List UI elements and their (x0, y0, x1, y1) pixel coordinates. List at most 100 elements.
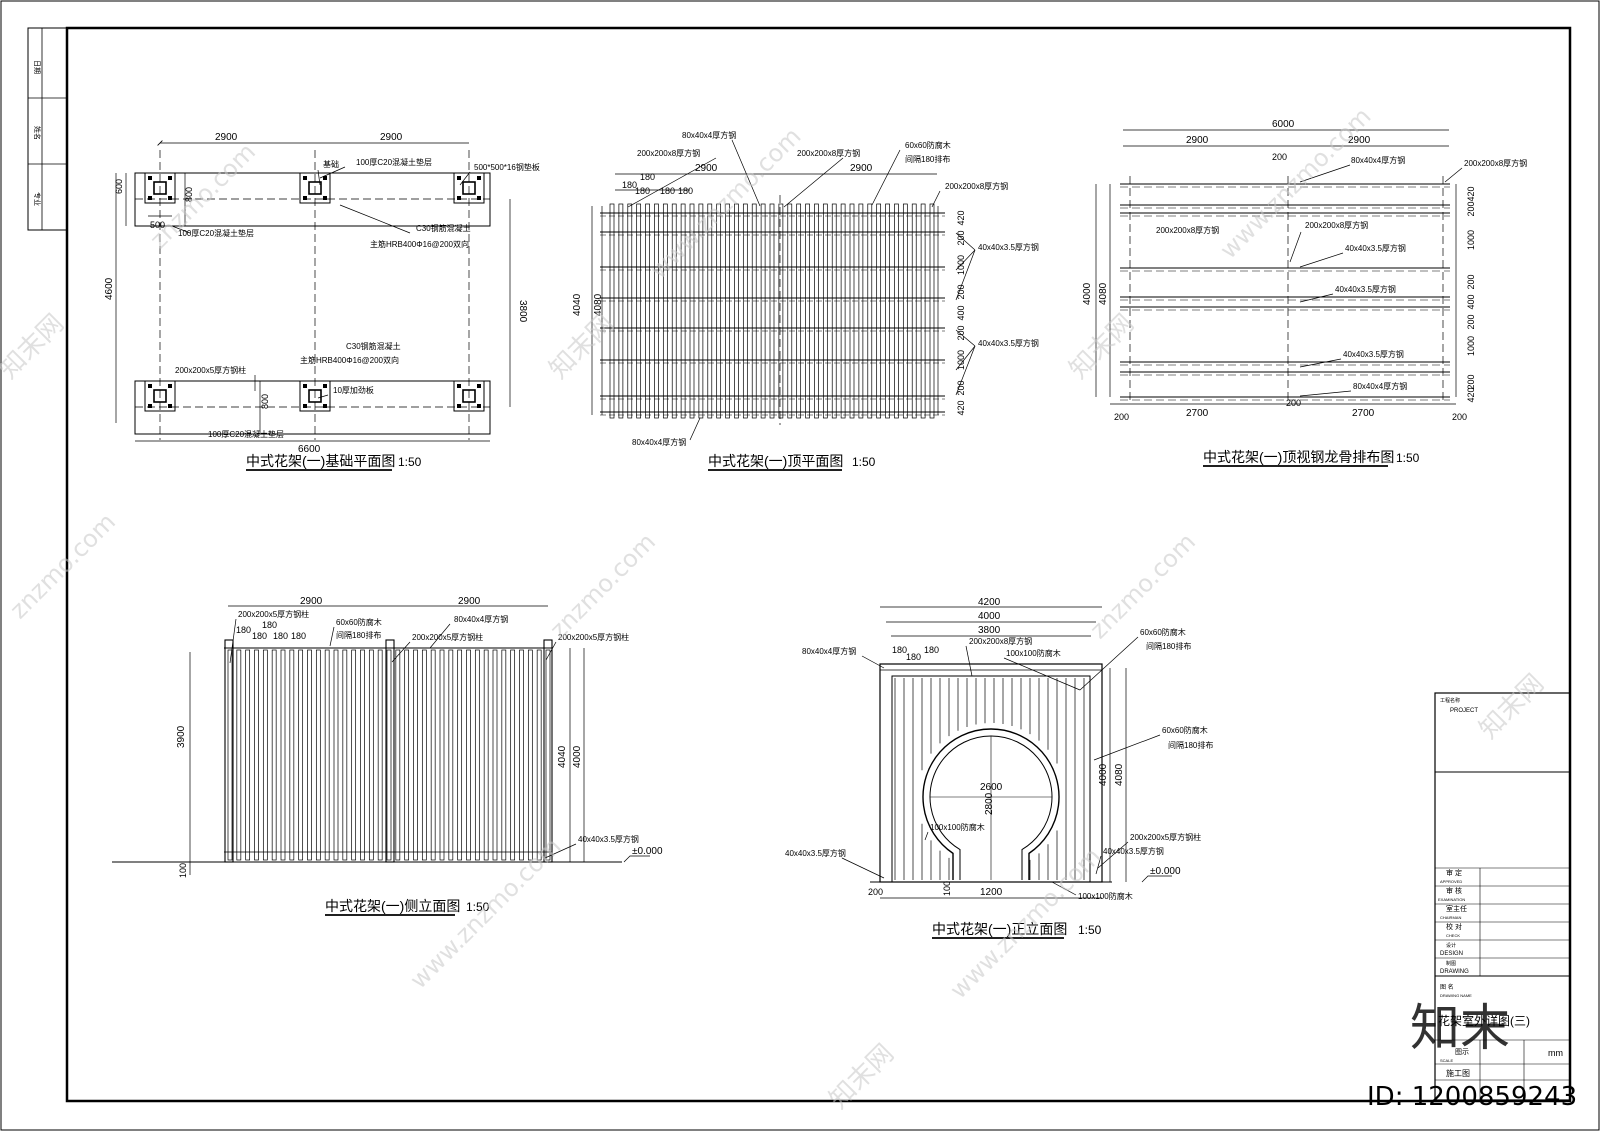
note: 200x200x8厚方钢 (969, 636, 1032, 646)
note: 80x40x4厚方钢 (682, 130, 736, 140)
timber-slat (262, 649, 268, 861)
note: 40x40x3.5厚方钢 (1345, 243, 1406, 253)
anchor-bolt (477, 176, 481, 180)
top-plan-text: 2900 2900 180 180 180 180 180 4040 4080 … (572, 130, 1039, 469)
timber-slat (787, 203, 793, 419)
dim-text: 4200 (978, 597, 1001, 608)
anchor-bolt (457, 196, 461, 200)
timber-slat (245, 649, 251, 861)
timber-slat (324, 649, 330, 861)
timber-slat (822, 203, 828, 419)
anchor-bolt (477, 384, 481, 388)
timber-slat (466, 649, 471, 861)
timber-slat (867, 203, 873, 419)
dim-text: 200 (956, 380, 966, 395)
dim-text: 4000 (572, 745, 583, 768)
timber-slat (725, 203, 730, 419)
tb-design-en: DESIGN (1440, 951, 1463, 957)
timber-slat (618, 203, 624, 419)
dim-text: 180 (262, 620, 277, 630)
note: 40x40x3.5厚方钢 (578, 834, 639, 844)
dim-text: 800 (260, 394, 270, 409)
timber-slat (902, 203, 908, 419)
timber-slat (457, 649, 463, 861)
dim-text: 1200 (980, 887, 1003, 898)
timber-slat (609, 203, 615, 419)
note: 100厚C20混凝土垫层 (178, 228, 254, 238)
anchor-bolt (148, 384, 152, 388)
dim-text: 4080 (1114, 763, 1125, 786)
dim-text: 180 (622, 180, 637, 190)
dim-text: 1000 (1466, 230, 1476, 250)
steel-base-plate (144, 380, 176, 412)
anchor-bolt (168, 196, 172, 200)
steel-column-section (153, 389, 167, 403)
dim-text: 4000 (1082, 282, 1093, 305)
timber-slat (236, 649, 242, 861)
timber-slat (510, 649, 516, 861)
timber-slat (734, 203, 739, 419)
dim-text: 1000 (1466, 336, 1476, 356)
dim-text: 2900 (458, 596, 481, 607)
level-mark: ±0.000 (632, 846, 663, 857)
anchor-bolt (457, 384, 461, 388)
dim-text: 200 (1466, 201, 1476, 216)
timber-slat (849, 203, 855, 419)
tb-exam: 审 核 (1446, 886, 1462, 895)
timber-slat (474, 649, 480, 861)
steel-column-section (308, 181, 322, 195)
tb-drawing: 制图 (1446, 960, 1456, 967)
timber-slat (929, 203, 935, 419)
dim-text: 800 (184, 187, 194, 202)
tb-name: 图 名 (1440, 983, 1454, 991)
steel-base-plate (299, 380, 331, 412)
dim-text: 2900 (695, 163, 718, 174)
note: 80x40x4厚方钢 (1353, 381, 1407, 391)
note: 60x60防腐木 (1162, 725, 1208, 735)
note: 60x60防腐木 (336, 617, 382, 627)
foundation-plan-text: 2900 2900 6600 4600 3800 600 800 800 500… (104, 132, 540, 469)
anchor-bolt (148, 196, 152, 200)
dim-text: 1000 (956, 350, 966, 370)
note: 40x40x3.5厚方钢 (978, 242, 1039, 252)
dim-text: 2700 (1352, 408, 1375, 419)
tb-drawing-name: 花架室外详图(三) (1438, 1013, 1530, 1028)
dim-text: 180 (660, 186, 675, 196)
view-title: 中式花架(一)正立面图 (932, 921, 1067, 937)
timber-slat (671, 203, 677, 419)
note: 200x200x8厚方钢 (945, 181, 1008, 191)
tb-chair: 室主任 (1446, 904, 1467, 913)
tb-scale: 图示 (1455, 1048, 1469, 1056)
timber-slat (716, 203, 722, 419)
dim-text: 200 (1466, 374, 1476, 389)
dim-text: 2900 (1348, 135, 1371, 146)
note: 200x200x5厚方钢柱 (238, 609, 309, 619)
timber-slat (307, 649, 312, 861)
watermark: znzmo.com (544, 528, 661, 645)
note: 40x40x3.5厚方钢 (785, 848, 846, 858)
dim-text: 2900 (850, 163, 873, 174)
tb-exam-en: EXAMINATION (1438, 897, 1465, 902)
tb-project-cn: 工程名称 (1440, 697, 1460, 704)
dim-text: 420 (956, 400, 966, 415)
timber-slat (680, 203, 686, 419)
watermark: www.znzmo.com (1214, 102, 1376, 264)
timber-slat (404, 649, 410, 861)
watermark-logo: 知末 (1410, 999, 1510, 1057)
timber-slat (920, 203, 926, 419)
dim-text: 2900 (1186, 135, 1209, 146)
dim-text: 2900 (300, 596, 323, 607)
timber-slat (894, 203, 899, 419)
timber-slat (315, 649, 321, 861)
dim-text: 4040 (557, 745, 568, 768)
dim-text: 200 (1466, 274, 1476, 289)
dim-text: 180 (236, 625, 251, 635)
watermark: 知末网 (544, 309, 620, 385)
dim-text: 400 (1466, 294, 1476, 309)
tb-project-en: PROJECT (1450, 708, 1478, 714)
timber-slat (360, 649, 365, 861)
note: 100x100防腐木 (1006, 648, 1061, 658)
view-title: 中式花架(一)顶视钢龙骨排布图 (1203, 449, 1394, 465)
timber-slat (536, 649, 542, 861)
level-mark: ±0.000 (1150, 866, 1181, 877)
